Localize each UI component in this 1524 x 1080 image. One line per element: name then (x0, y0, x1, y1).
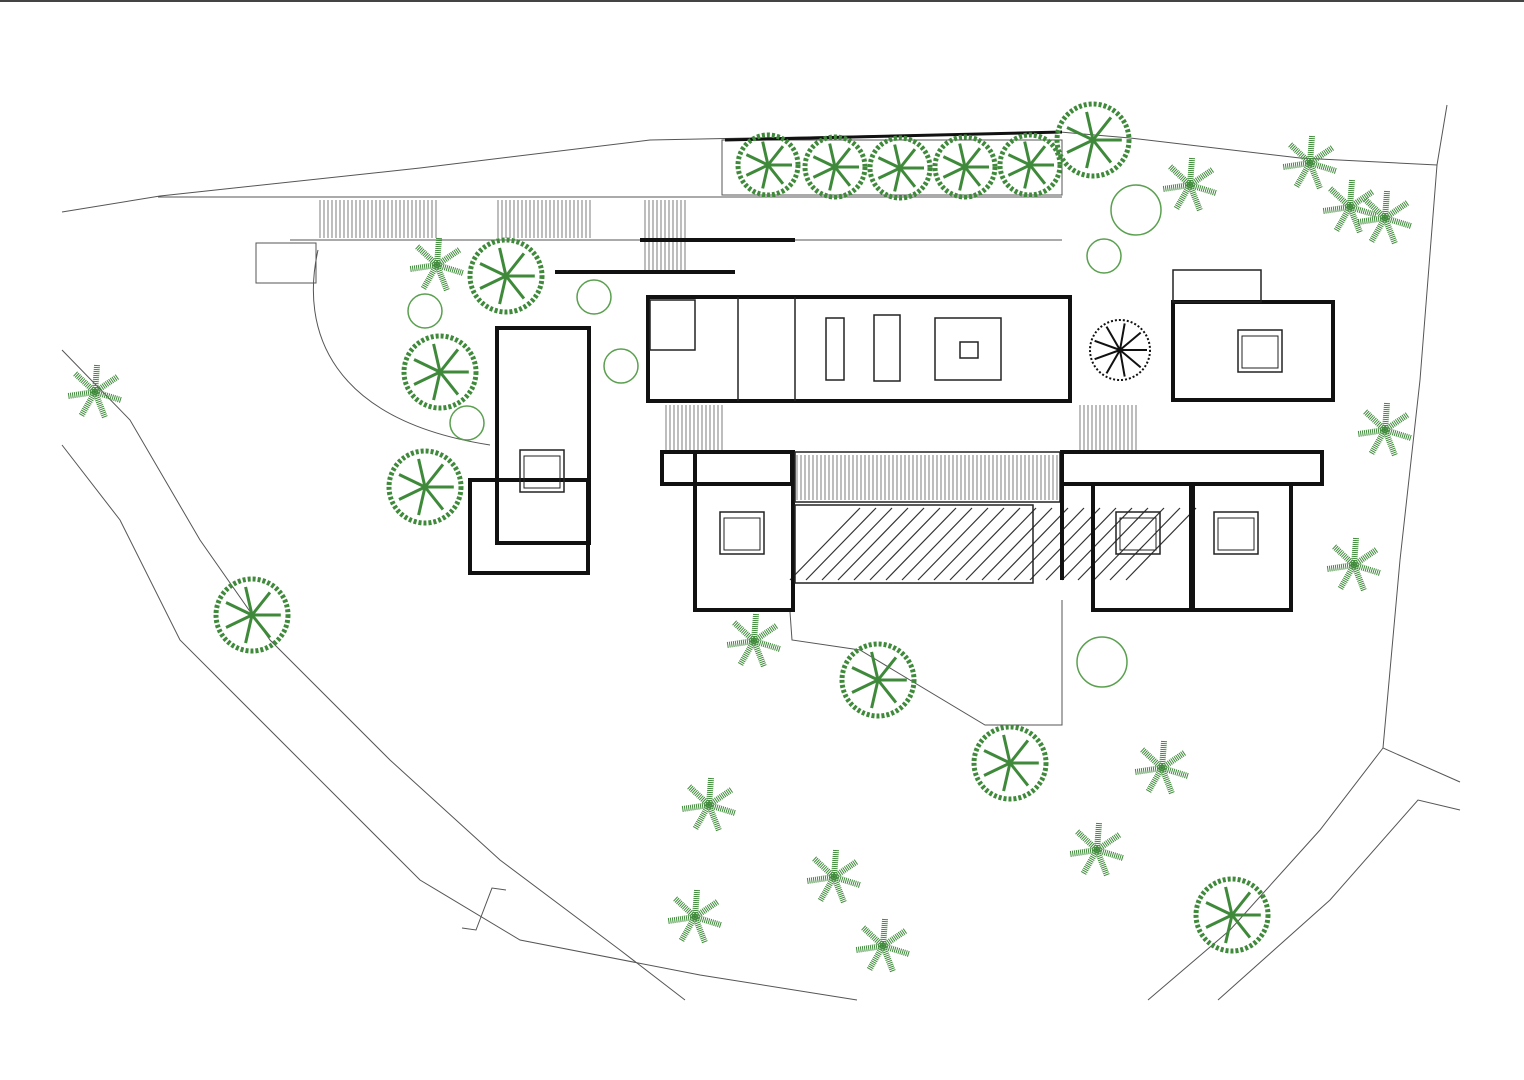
canopy-tree-icon (213, 576, 291, 654)
shrub-icon (603, 348, 639, 384)
bed (1115, 511, 1161, 555)
palm-tree-icon (680, 776, 737, 833)
palm-tree-icon (666, 888, 723, 945)
beds (519, 329, 1283, 555)
shrub-icon (1110, 184, 1162, 236)
stair (796, 455, 1058, 500)
canopy-tree-icon (839, 641, 917, 719)
palm-tree-icon (1281, 134, 1338, 191)
shrub-icon (449, 405, 485, 441)
palm-tree-icon (1133, 739, 1190, 796)
stair (497, 200, 591, 238)
palm-tree-icon (66, 363, 123, 420)
palm-tree-icon (1068, 821, 1125, 878)
building-walls (468, 269, 1335, 612)
palm-tree-icon (408, 236, 465, 293)
stair (665, 405, 723, 450)
palm-tree-icon (1325, 536, 1382, 593)
canopy-tree-icon (1193, 876, 1271, 954)
trees (66, 101, 1413, 974)
palm-tree-icon (1356, 401, 1413, 458)
stair (644, 200, 686, 270)
top-border (0, 0, 1524, 2)
feature-tree-icon (1089, 319, 1151, 381)
canopy-tree-icon (401, 333, 479, 411)
canopy-tree-icon (735, 132, 801, 198)
canopy-tree-icon (997, 132, 1063, 198)
stairs-and-terraces (319, 130, 1197, 581)
bed (719, 511, 765, 555)
terrace-hatch (789, 507, 1197, 581)
palm-tree-icon (805, 848, 862, 905)
canopy-tree-icon (971, 724, 1049, 802)
palm-tree-icon (1161, 156, 1218, 213)
canopy-tree-icon (386, 448, 464, 526)
bed (1213, 511, 1259, 555)
stair (1079, 405, 1137, 450)
palm-tree-icon (1356, 189, 1413, 246)
stair (319, 200, 437, 238)
canopy-tree-icon (932, 134, 998, 200)
shrub-icon (407, 293, 443, 329)
canopy-tree-icon (1054, 101, 1132, 179)
shrub-icon (1086, 238, 1122, 274)
bed (519, 449, 565, 493)
canopy-tree-icon (467, 237, 545, 315)
canopy-tree-icon (802, 134, 868, 200)
palm-tree-icon (854, 917, 911, 974)
canopy-tree-icon (867, 135, 933, 201)
shrub-icon (1076, 636, 1128, 688)
palm-tree-icon (1321, 178, 1378, 235)
shrub-icon (576, 279, 612, 315)
palm-tree-icon (725, 612, 782, 669)
bed (1237, 329, 1283, 373)
